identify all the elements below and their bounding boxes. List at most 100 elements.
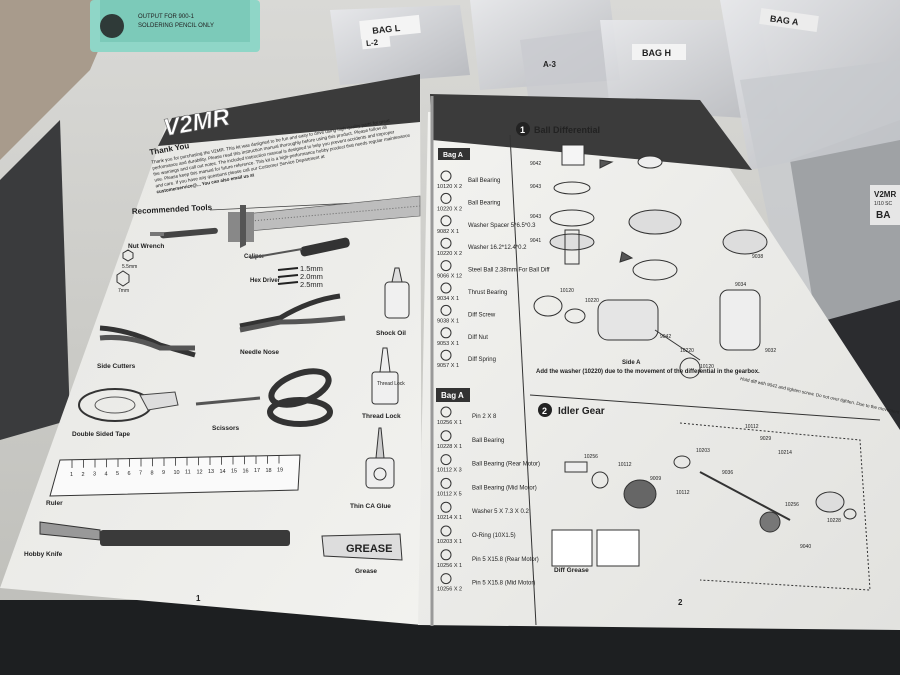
ruler-tick-label: 10 bbox=[174, 470, 180, 476]
ruler-tick-label: 3 bbox=[93, 472, 96, 478]
part-callout: 9043 bbox=[530, 184, 541, 190]
part-quantity: 10112 X 5 bbox=[437, 491, 462, 497]
part-name: O-Ring (10X1.5) bbox=[472, 533, 516, 539]
wrench-size-2: 7mm bbox=[118, 288, 129, 294]
step1-number-badge bbox=[516, 122, 530, 136]
ruler-tick-label: 9 bbox=[162, 470, 165, 476]
ruler-tick-label: 8 bbox=[151, 470, 154, 476]
grease-tube: GREASE bbox=[321, 533, 403, 561]
bag1-header bbox=[438, 148, 470, 160]
part-quantity: 9082 X 1 bbox=[437, 229, 459, 235]
part-quantity: 9066 X 12 bbox=[437, 274, 462, 280]
part-icon bbox=[440, 477, 452, 489]
ruler-tick-label: 14 bbox=[220, 469, 226, 475]
ruler-tick-label: 11 bbox=[185, 470, 191, 476]
bag1-label: Bag A bbox=[443, 152, 463, 159]
part-quantity: 9057 X 1 bbox=[437, 363, 459, 369]
part-name: Thrust Bearing bbox=[468, 290, 507, 296]
svg-text:OUTPUT FOR 900-1: OUTPUT FOR 900-1 bbox=[138, 14, 195, 20]
svg-text:BAG A: BAG A bbox=[769, 13, 799, 27]
part-callout: 9043 bbox=[530, 214, 541, 220]
step1-callouts: 9042904390439041101201022090421022010120… bbox=[530, 161, 776, 370]
part-quantity: 10228 X 1 bbox=[437, 444, 462, 450]
part-quantity: 10220 X 2 bbox=[437, 206, 462, 212]
part-callout: 9041 bbox=[530, 238, 541, 244]
svg-text:A-3: A-3 bbox=[543, 60, 556, 69]
ruler-tick-label: 16 bbox=[243, 468, 249, 474]
thread-lock-label: Thread Lock bbox=[362, 413, 401, 420]
svg-text:SOLDERING PENCIL ONLY: SOLDERING PENCIL ONLY bbox=[138, 23, 214, 29]
side-cutters-label: Side Cutters bbox=[97, 363, 136, 370]
part-callout: 10256 bbox=[785, 502, 799, 508]
part-icon bbox=[440, 349, 452, 361]
svg-text:BA: BA bbox=[876, 210, 890, 221]
step2-number-badge bbox=[538, 403, 552, 417]
diff-grease-label: Diff Grease bbox=[554, 567, 589, 574]
part-icon bbox=[440, 260, 452, 272]
bag2-label: Bag A bbox=[441, 391, 464, 400]
ruler-tick-label: 19 bbox=[277, 468, 283, 474]
part-icon bbox=[440, 454, 452, 466]
ruler-tick-label: 13 bbox=[208, 469, 214, 475]
part-icon bbox=[440, 170, 452, 182]
part-quantity: 10220 X 2 bbox=[437, 251, 462, 257]
svg-text:Thread Lock: Thread Lock bbox=[377, 381, 405, 387]
scissors-tool bbox=[195, 368, 333, 427]
part-callout: 9034 bbox=[735, 282, 746, 288]
hex-driver-tool bbox=[249, 237, 350, 285]
needle-nose-label: Needle Nose bbox=[240, 349, 279, 356]
part-callout: 9036 bbox=[722, 470, 733, 476]
idler-gear-diagram bbox=[551, 422, 871, 591]
part-quantity: 9053 X 1 bbox=[437, 341, 459, 347]
part-callout: 9038 bbox=[752, 254, 763, 260]
part-icon bbox=[440, 549, 452, 561]
part-quantity: 10256 X 1 bbox=[437, 563, 462, 569]
part-name: Pin 2 X 8 bbox=[472, 414, 497, 420]
ruler-label: Ruler bbox=[46, 500, 63, 507]
part-name: Diff Spring bbox=[468, 357, 496, 363]
hex-size-2: 2.0mm bbox=[300, 272, 323, 281]
part-name: Ball Bearing (Mid Motor) bbox=[472, 485, 537, 491]
part-icon bbox=[440, 327, 452, 339]
bag2-parts-list: 10256 X 1 Pin 2 X 8 10228 X 1 Ball Bearing 1… bbox=[437, 406, 540, 593]
left-page-number: 1 bbox=[196, 594, 201, 603]
part-name: Ball Bearing bbox=[468, 178, 500, 184]
part-icon bbox=[440, 215, 452, 227]
part-name: Pin 5 X15.8 (Mid Motor) bbox=[472, 581, 535, 587]
part-name: Diff Nut bbox=[468, 335, 488, 341]
svg-text:2: 2 bbox=[542, 406, 547, 416]
step2-title: Idler Gear bbox=[558, 406, 605, 417]
part-quantity: 10203 X 1 bbox=[437, 539, 462, 545]
svg-text:1/10 SC: 1/10 SC bbox=[874, 201, 892, 207]
nut-wrench-tool bbox=[116, 227, 218, 287]
shock-oil-bottle bbox=[384, 267, 410, 319]
svg-text:V2MR: V2MR bbox=[874, 190, 896, 199]
part-callout: 9029 bbox=[760, 436, 771, 442]
part-name: Ball Bearing (Rear Motor) bbox=[472, 462, 540, 468]
wrench-size-1: 5.5mm bbox=[122, 264, 137, 270]
svg-text:GREASE: GREASE bbox=[346, 543, 392, 555]
left-page-header-band bbox=[158, 74, 420, 146]
part-callout: 9009 bbox=[650, 476, 661, 482]
part-callout: 10220 bbox=[680, 348, 694, 354]
hex-size-1: 1.5mm bbox=[300, 264, 323, 273]
part-name: Washer 16.2*12.4*0.2 bbox=[468, 245, 527, 251]
part-name: Pin 5 X15.8 (Rear Motor) bbox=[472, 557, 539, 563]
nut-wrench-label: Nut Wrench bbox=[128, 243, 164, 250]
ruler-tick-label: 15 bbox=[231, 469, 237, 475]
ruler-tick-label: 18 bbox=[266, 468, 272, 474]
part-name: Ball Bearing bbox=[468, 200, 500, 206]
grease-label: Grease bbox=[355, 568, 377, 575]
part-name: Diff Screw bbox=[468, 312, 496, 318]
part-name: Ball Bearing bbox=[472, 438, 504, 444]
ruler-tick-label: 5 bbox=[116, 471, 119, 477]
svg-text:1: 1 bbox=[520, 125, 525, 135]
caliper-tool bbox=[228, 195, 421, 248]
part-callout: 9040 bbox=[800, 544, 811, 550]
part-callout: 10214 bbox=[778, 450, 792, 456]
part-icon bbox=[440, 192, 452, 204]
ruler-tick-label: 2 bbox=[82, 472, 85, 478]
part-callout: 9032 bbox=[765, 348, 776, 354]
